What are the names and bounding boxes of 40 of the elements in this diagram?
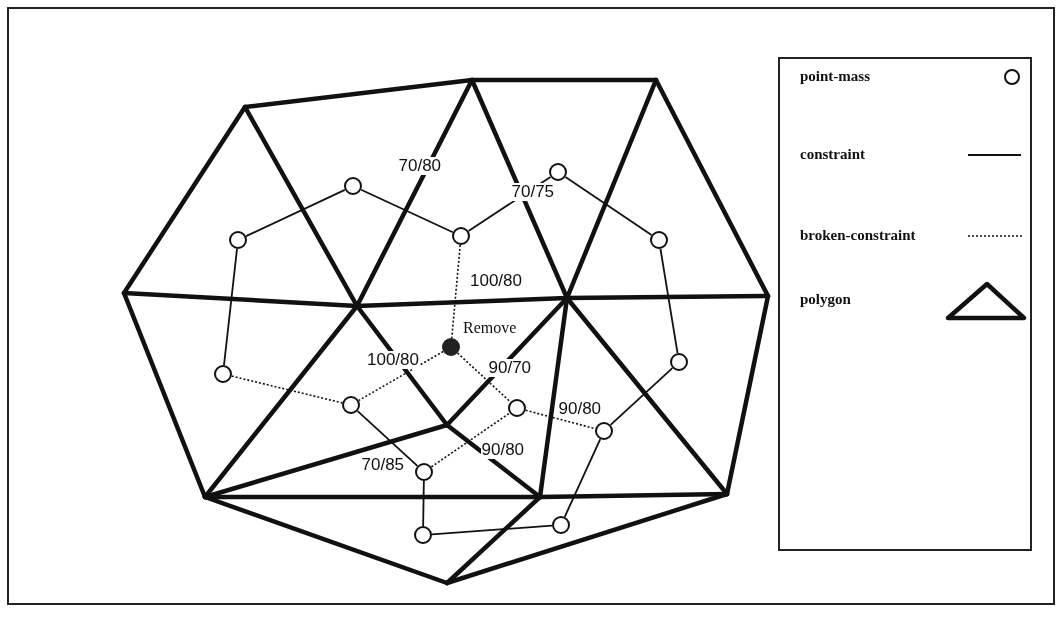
edge-label: 70/80 xyxy=(397,157,443,175)
point-mass xyxy=(229,231,247,249)
edge-label: 100/80 xyxy=(366,351,420,369)
broken-constraint-line xyxy=(430,412,511,468)
broken-constraint-line xyxy=(456,352,512,403)
constraint-line xyxy=(564,176,653,236)
constraint-line xyxy=(609,367,674,426)
edge-label: 90/80 xyxy=(480,441,526,459)
point-mass xyxy=(670,353,688,371)
broken-constraint-line xyxy=(451,244,461,339)
constraint-line xyxy=(360,188,454,234)
constraint-line xyxy=(422,480,425,527)
point-mass xyxy=(415,463,433,481)
point-mass xyxy=(214,365,232,383)
broken-constraint-line xyxy=(230,375,344,404)
point-mass xyxy=(552,516,570,534)
point-mass xyxy=(549,163,567,181)
removed-point-mass xyxy=(442,338,460,356)
constraint-line xyxy=(431,524,553,536)
point-mass xyxy=(342,396,360,414)
legend-label: constraint xyxy=(800,146,865,163)
node-caption: Remove xyxy=(462,319,518,337)
point-mass xyxy=(650,231,668,249)
constraint-line xyxy=(245,188,346,238)
point-mass xyxy=(452,227,470,245)
legend-label: point-mass xyxy=(800,68,870,85)
broken-constraint-line xyxy=(358,350,444,402)
point-mass xyxy=(414,526,432,544)
point-mass xyxy=(595,422,613,440)
constraint-line xyxy=(356,410,419,467)
constraint-line xyxy=(563,438,602,518)
constraint-line xyxy=(659,248,679,354)
broken-constraint-line xyxy=(524,409,597,430)
edge-label: 90/70 xyxy=(487,359,533,377)
constraint-line xyxy=(223,248,238,366)
legend-label: broken-constraint xyxy=(800,227,916,244)
point-mass xyxy=(344,177,362,195)
point-mass xyxy=(508,399,526,417)
edge-label: 70/75 xyxy=(510,183,556,201)
legend-label: polygon xyxy=(800,291,851,308)
